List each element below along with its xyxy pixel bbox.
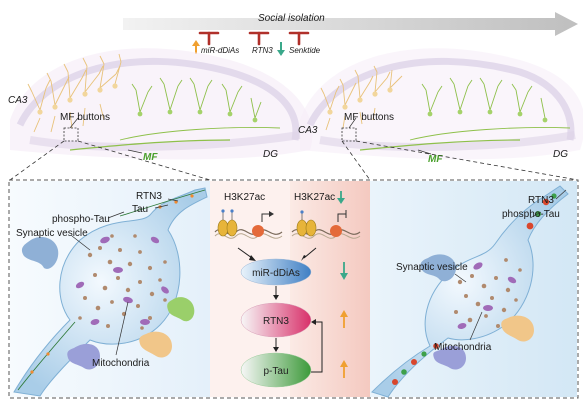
mitochondria xyxy=(75,236,169,325)
hippocampus-right: CA3 MF buttons MF DG xyxy=(298,48,583,165)
hippocampus-left: CA3 MF buttons MF DG xyxy=(8,48,313,163)
ca3-cells xyxy=(327,87,393,115)
postsynaptic-blob-green xyxy=(167,297,195,322)
nucleosome-repressed xyxy=(291,210,361,239)
synaptic-vesicles xyxy=(78,234,167,330)
mf-button-box-left xyxy=(63,127,79,142)
postsynaptic-blob-orange xyxy=(139,331,172,358)
mf-buttons-label-right: MF buttons xyxy=(344,112,394,123)
node-mir-ddias xyxy=(240,258,312,286)
phospho-tau-label-right: phospho-Tau xyxy=(502,209,560,220)
rtn3-label-right: RTN3 xyxy=(528,195,554,206)
down-arrow-icon xyxy=(277,42,285,56)
postsynaptic-blob-violet xyxy=(433,345,466,370)
postsynaptic-blob-orange xyxy=(501,315,534,342)
dg-label-left: DG xyxy=(263,149,278,160)
rtn3-label-left: RTN3 xyxy=(136,191,162,202)
dg-label-right: DG xyxy=(553,149,568,160)
up-arrow-icon xyxy=(340,360,348,378)
ca3-cells xyxy=(37,83,118,115)
ca3-dendrites xyxy=(320,65,403,131)
mf-label-left: MF xyxy=(143,152,158,163)
node-p-tau xyxy=(240,352,312,388)
dg-cells xyxy=(427,109,548,123)
node-rtn3 xyxy=(240,302,312,338)
dg-dendrites xyxy=(359,77,571,151)
node-rtn3-label: RTN3 xyxy=(263,316,289,327)
mitochondria-label-left: Mitochondria xyxy=(92,358,150,369)
inhibitor-legend: miR-dDiAs RTN3 Senktide xyxy=(192,31,321,56)
synaptic-vesicle-label-right: Synaptic vesicle xyxy=(396,262,468,273)
legend-rtn3: RTN3 xyxy=(252,46,273,55)
nucleosome-active xyxy=(214,209,283,239)
dg-cells xyxy=(137,109,258,123)
tau-label-left: Tau xyxy=(132,204,148,215)
postsynaptic-blob-blue xyxy=(420,254,456,282)
social-isolation-label: Social isolation xyxy=(258,13,325,24)
mf-label-right: MF xyxy=(428,154,443,165)
down-arrow-icon xyxy=(340,262,348,280)
synaptic-vesicle-label-left: Synaptic vesicle xyxy=(16,228,88,239)
node-mir-ddias-label: miR-dDiAs xyxy=(252,268,300,279)
mf-buttons-label-left: MF buttons xyxy=(60,112,110,123)
down-arrow-icon xyxy=(337,191,345,204)
inhibit-icon xyxy=(198,31,310,46)
right-bouton: RTN3 phospho-Tau Synaptic vesicle Mitoch… xyxy=(371,185,569,398)
zoom-lines xyxy=(9,140,579,181)
synaptic-vesicles xyxy=(454,258,522,328)
up-arrow-icon xyxy=(340,310,348,328)
ca3-label-left: CA3 xyxy=(8,95,28,106)
dg-dendrites xyxy=(69,77,281,151)
feedback-arrow xyxy=(311,321,323,373)
mitochondria xyxy=(457,262,517,329)
social-isolation-arrow: Social isolation xyxy=(123,12,578,36)
h3k27ac-label-right: H3K27ac xyxy=(294,192,335,203)
ca3-dendrites xyxy=(27,53,122,133)
h3k27ac-label-left: H3K27ac xyxy=(224,192,265,203)
ca3-label-right: CA3 xyxy=(298,125,318,136)
postsynaptic-blob-violet xyxy=(67,343,100,370)
phospho-tau-label-left: phospho-Tau xyxy=(52,214,110,225)
up-arrow-icon xyxy=(192,40,200,54)
postsynaptic-blob-blue xyxy=(21,236,59,269)
pathway-diagram: H3K27ac H3K27ac xyxy=(214,191,361,388)
left-bouton: RTN3 Tau phospho-Tau Synaptic vesicle Mi… xyxy=(13,187,208,397)
legend-senktide: Senktide xyxy=(289,46,321,55)
detail-frame xyxy=(8,179,579,399)
legend-mir-ddias: miR-dDiAs xyxy=(201,46,239,55)
node-p-tau-label: p-Tau xyxy=(263,366,288,377)
mitochondria-label-right: Mitochondria xyxy=(434,342,492,353)
